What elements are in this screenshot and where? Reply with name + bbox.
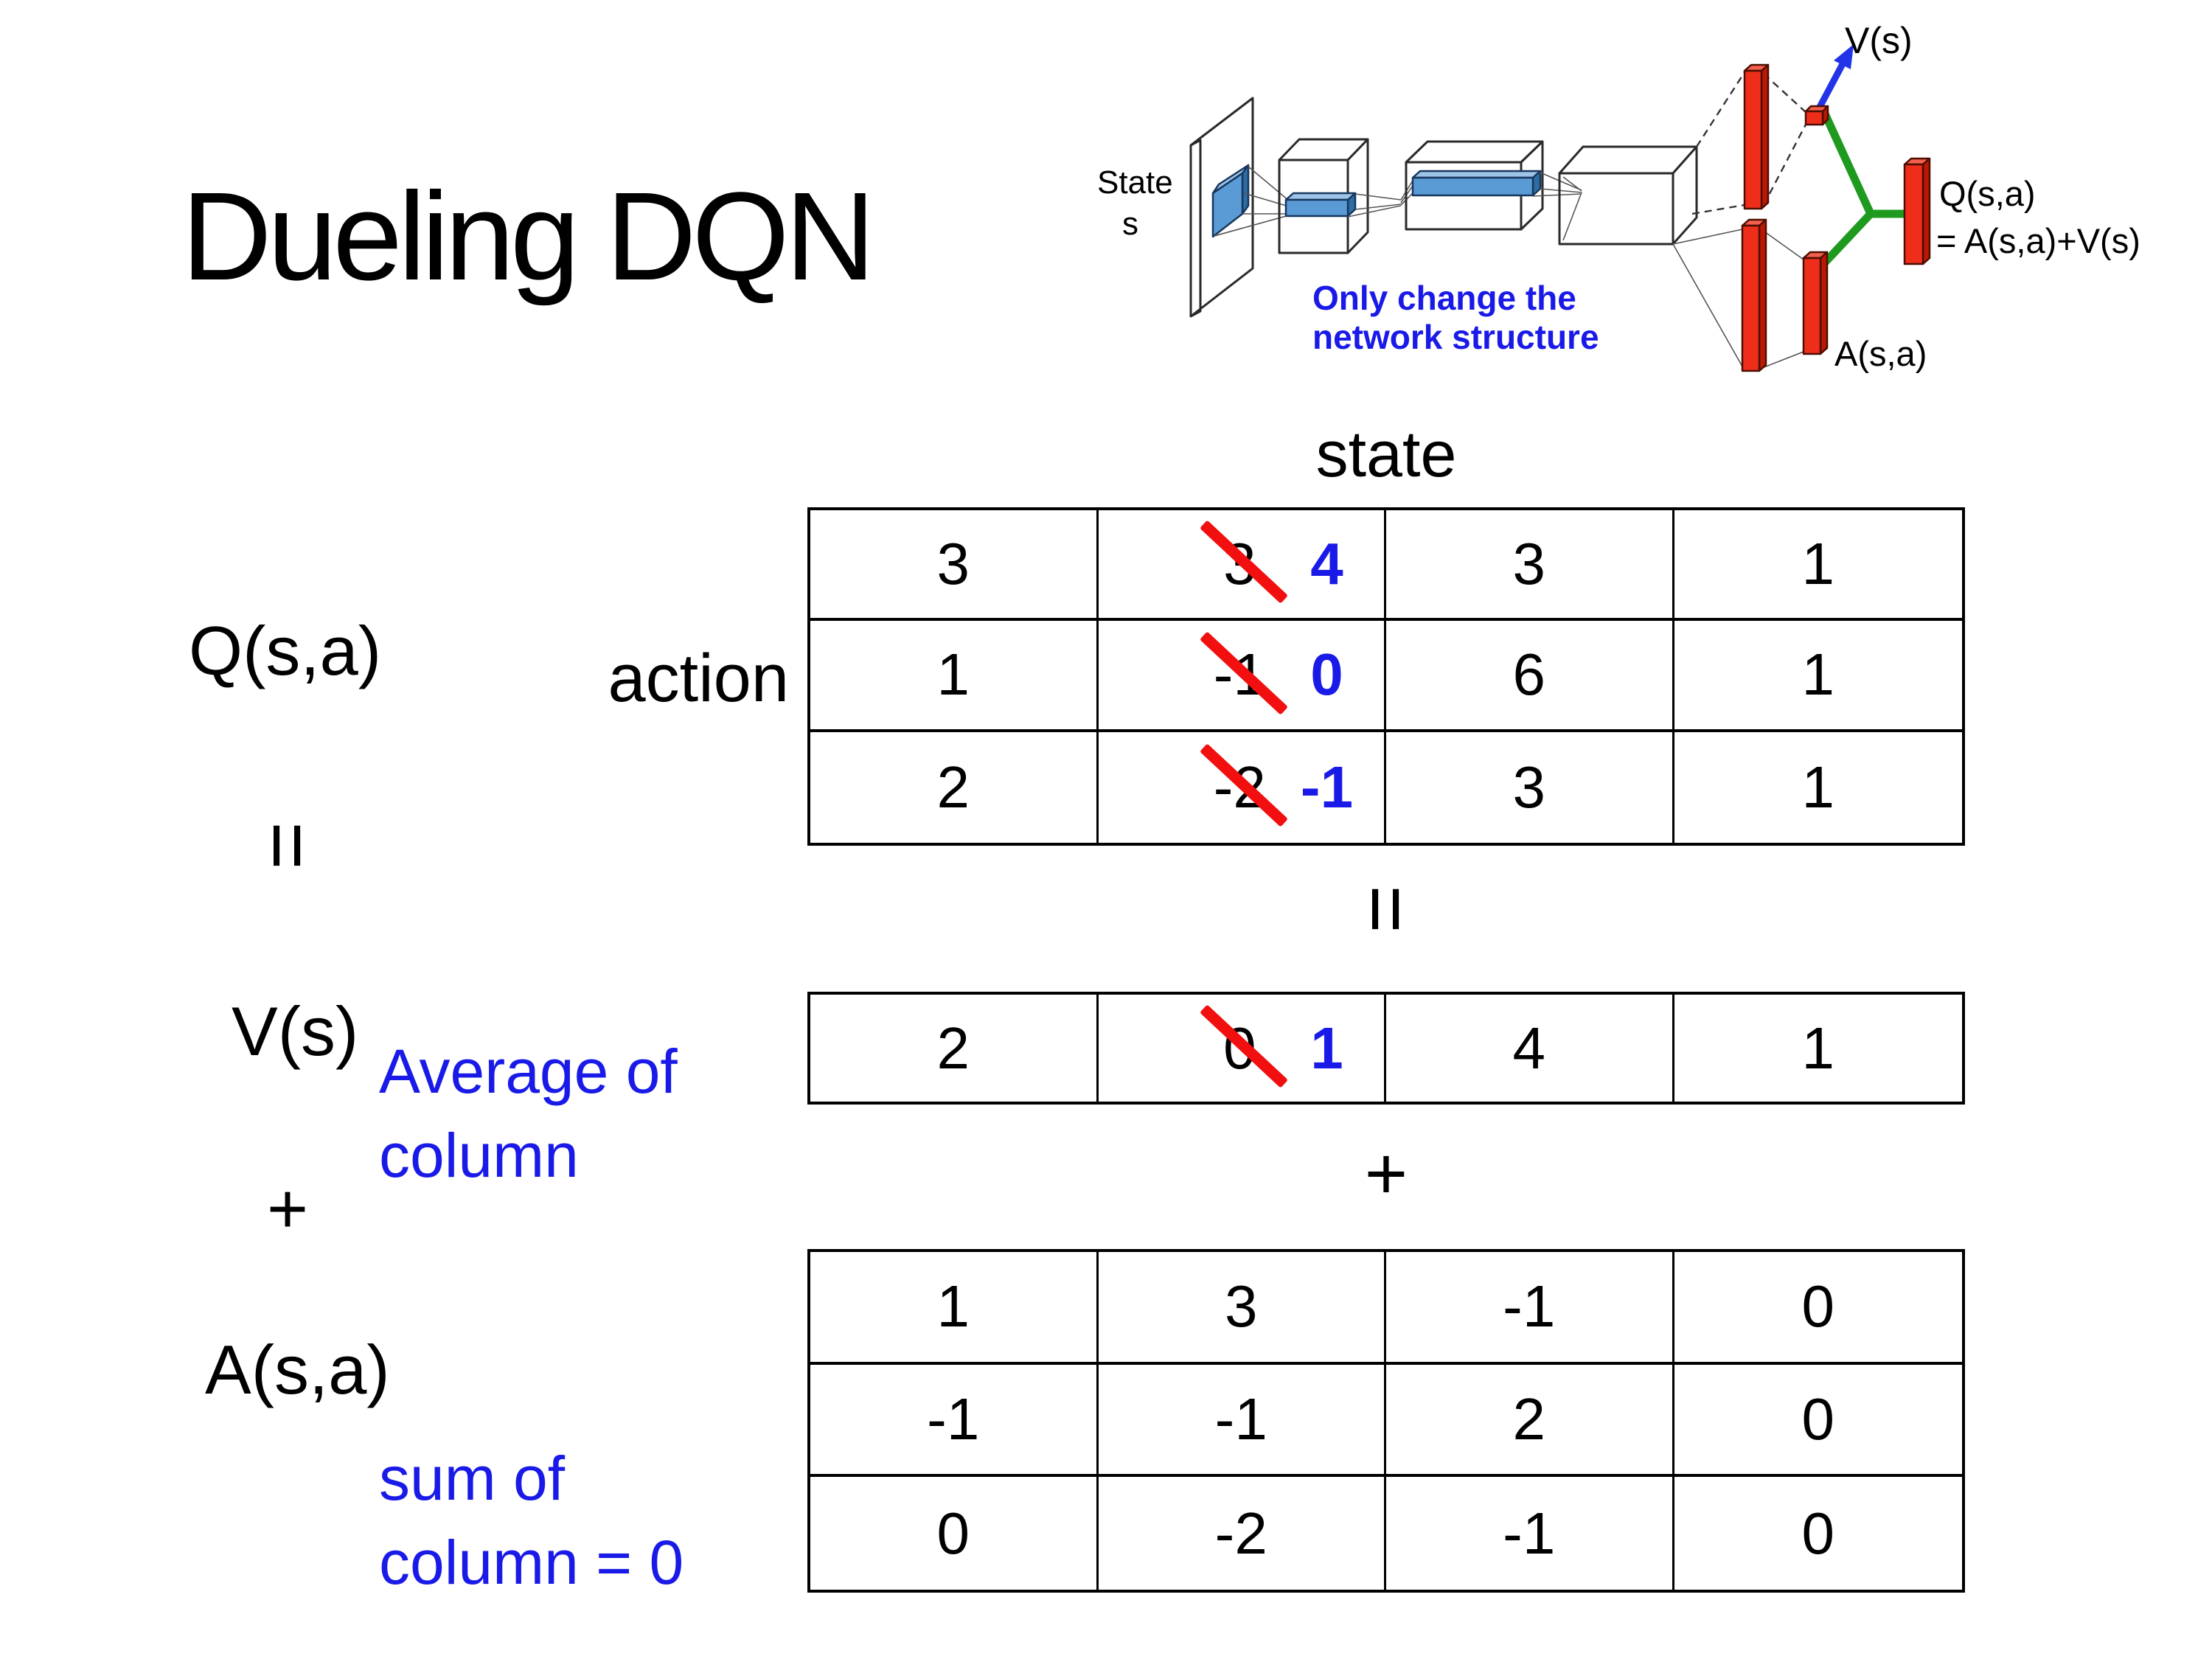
a-output-label: A(s,a) [1834, 334, 1927, 373]
q-table-cell-r2c2: 3 [1386, 731, 1674, 843]
v-table: 20141 [807, 992, 1965, 1105]
average-note-line2: column [379, 1121, 579, 1191]
q-table-cell-r2c3: 1 [1801, 754, 1835, 820]
q-matrix-label: Q(s,a) [189, 612, 382, 689]
network-diagram: State s V(s) Q(s,a) = A(s,a)+V(s) A(s,a)… [1097, 20, 2140, 373]
q-table-cell-r1c1: -10 [1098, 621, 1386, 732]
sum-note: sum of column = 0 [379, 1436, 684, 1604]
value-stream-dashed-lines [1691, 72, 1808, 215]
fc-bar-value-stream [1743, 63, 1770, 210]
average-note: Average of column [379, 1029, 678, 1197]
new-value: 1 [1310, 1015, 1343, 1081]
equals-sign-left: = [242, 821, 334, 870]
page-title: Dueling DQN [181, 167, 875, 307]
new-value: 0 [1310, 641, 1343, 708]
q-table-cell-r1c2: 6 [1386, 621, 1674, 732]
q-output-label-line2: = A(s,a)+V(s) [1936, 221, 2140, 260]
diagram-note-line2: network structure [1312, 318, 1599, 356]
a-table-cell-r0c3: 0 [1674, 1252, 1962, 1365]
q-table-cell-r0c2: 3 [1386, 510, 1674, 622]
state-input-label: State [1097, 164, 1173, 201]
new-value: 4 [1310, 531, 1343, 597]
q-table-cell-r0c3: 1 [1674, 510, 1962, 622]
v-output-label: V(s) [1845, 20, 1913, 61]
fc-bar-advantage-stream [1741, 218, 1767, 372]
a-table-cell-r2c3: 0 [1801, 1500, 1835, 1566]
feature-bar-2 [1411, 170, 1542, 197]
a-table-cell-r1c2: 2 [1386, 1364, 1674, 1478]
a-table-cell-r0c1: 3 [1098, 1252, 1386, 1365]
state-axis-label: state [1315, 417, 1457, 490]
q-output-label-line1: Q(s,a) [1939, 174, 2036, 213]
q-table-cell-r2c1: -2-1 [1099, 731, 1386, 843]
a-table-cell-r2c0: 0 [810, 1477, 1099, 1590]
v-output-arrow [1816, 44, 1854, 111]
q-table-cell-r1c3: 1 [1674, 621, 1962, 732]
a-table-cell-r2c2: -1 [1386, 1477, 1674, 1590]
a-matrix-label: A(s,a) [205, 1331, 390, 1408]
input-plane-thickness [1190, 139, 1202, 318]
a-table-cell-r0c2: -1 [1386, 1252, 1674, 1365]
a-table-cell-r1c1: -1 [1098, 1364, 1386, 1478]
plus-sign-center: + [1364, 1133, 1408, 1215]
merge-connector [1820, 110, 1907, 265]
action-axis-label: action [608, 641, 790, 716]
a-node [1802, 251, 1829, 355]
state-input-label-s: s [1122, 206, 1138, 242]
a-table-cell-r0c0: 1 [810, 1252, 1099, 1365]
v-table-cell-r0c0: 2 [810, 995, 1099, 1102]
sum-note-line1: sum of [379, 1444, 566, 1513]
v-matrix-label: V(s) [232, 992, 359, 1070]
q-table-cell-r1c0: 1 [810, 621, 1099, 732]
a-table-cell-r2c1: -2 [1099, 1477, 1386, 1590]
q-table-cell-r0c1: 34 [1098, 510, 1386, 622]
a-table-cell-r1c0: -1 [810, 1364, 1099, 1478]
feature-bar-1 [1284, 192, 1357, 218]
sum-note-line2: column = 0 [379, 1528, 684, 1598]
average-note-line1: Average of [379, 1037, 678, 1106]
plus-sign-left: + [266, 1169, 309, 1248]
equals-sign-center: = [1340, 885, 1433, 933]
v-table-cell-r0c3: 1 [1801, 1015, 1835, 1081]
v-node [1804, 105, 1829, 126]
advantage-stream-lines [1672, 229, 1804, 369]
q-output-bar [1903, 157, 1931, 265]
diagram-note-line1: Only change the [1312, 279, 1576, 317]
v-table-cell-r0c1: 01 [1099, 995, 1386, 1102]
v-table-cell-r0c2: 4 [1386, 995, 1674, 1102]
q-table-cell-r2c0: 2 [810, 731, 1099, 843]
new-value: -1 [1300, 754, 1354, 820]
a-table-cell-r1c3: 0 [1674, 1365, 1962, 1478]
q-table-cell-r0c0: 3 [810, 510, 1099, 622]
